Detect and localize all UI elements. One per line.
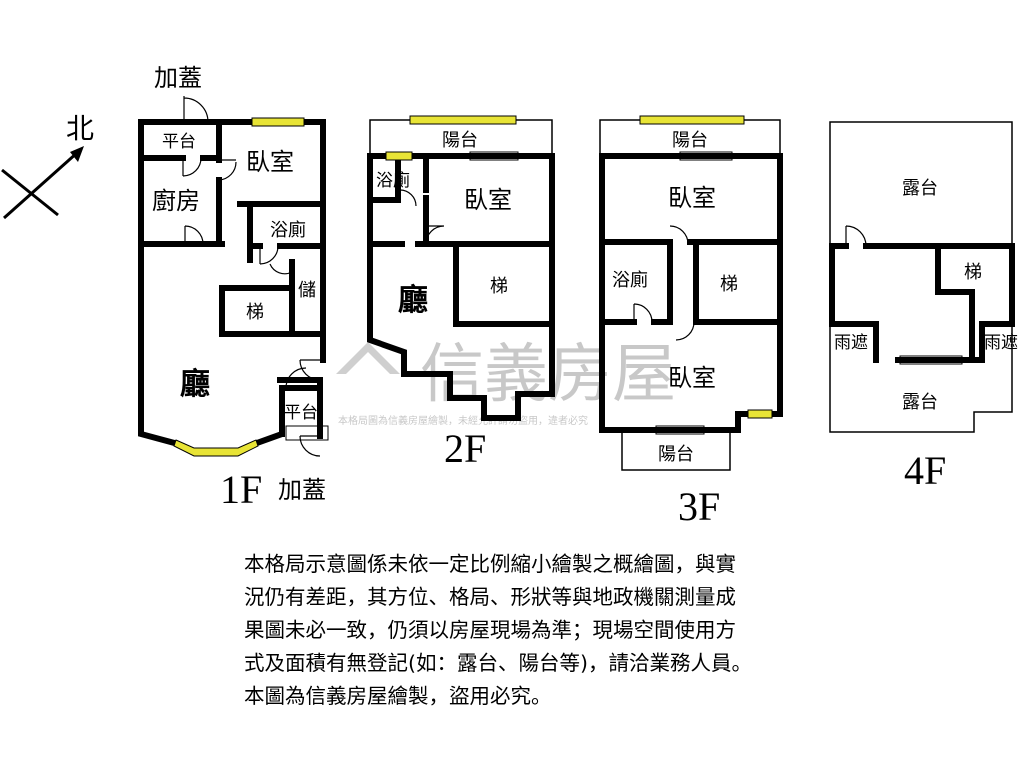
door-1f-kitchen [184, 225, 204, 245]
window-3f-bedroom [747, 409, 773, 419]
label-1f-platform-bottom: 平台 [284, 403, 318, 423]
floor-4f: 露台 梯 雨遮 雨遮 露台 4F [829, 121, 1018, 493]
label-3f-stairs: 梯 [720, 274, 738, 295]
door-1f-bath [259, 245, 279, 265]
watermark-line: 本格局圖為信義房屋繪製，未經允許請勿盜用，違者必究 [338, 414, 588, 427]
label-4f-terrace-bottom: 露台 [902, 392, 938, 413]
window-2f-bath [385, 151, 413, 161]
disclaimer-line: 況仍有差距，其方位、格局、形狀等與地政機關測量成 [244, 585, 736, 609]
label-3f-balcony-bottom: 陽台 [658, 444, 694, 465]
disclaimer-line: 果圖未必一致，仍須以房屋現場為準；現場空間使用方 [244, 618, 736, 642]
disclaimer-line: 本圖為信義房屋繪製，盜用必究。 [244, 684, 552, 708]
floor-1f: 加蓋 平台 臥室 廚房 浴廁 儲 梯 廳 平台 加蓋 1F [138, 64, 329, 512]
window-1f-bay [173, 439, 259, 457]
floor-label-2f: 2F [444, 426, 486, 471]
label-2f-living: 廳 [398, 283, 428, 318]
label-1f-bath: 浴廁 [270, 219, 306, 241]
floor-3f: 陽台 臥室 浴廁 梯 臥室 陽台 3F [599, 115, 783, 529]
door-1f-side [299, 359, 322, 381]
door-3f-bedroom-top [669, 225, 689, 245]
floor-label-4f: 4F [904, 448, 946, 493]
door-1f-platform [285, 367, 307, 389]
label-2f-balcony: 陽台 [442, 130, 478, 151]
label-1f-addon-bottom: 加蓋 [278, 476, 326, 504]
label-1f-addon-top: 加蓋 [154, 64, 202, 92]
north-arrow-icon [70, 146, 84, 162]
window-3f-balcony [639, 115, 745, 125]
disclaimer-line: 式及面積有無登記(如：露台、陽台等)，請洽業務人員。 [244, 651, 752, 675]
label-1f-stairs: 梯 [246, 302, 264, 323]
label-1f-living: 廳 [180, 367, 210, 402]
compass-cross-line-a [1, 168, 59, 217]
label-2f-bath: 浴廁 [376, 170, 410, 191]
door-2f-bedroom [425, 225, 445, 245]
door-1f-bedroom [218, 159, 237, 181]
label-1f-storage: 儲 [298, 280, 316, 301]
floor-label-3f: 3F [678, 484, 720, 529]
label-4f-canopy-right: 雨遮 [984, 333, 1018, 353]
label-3f-bedroom-bottom: 臥室 [668, 364, 716, 392]
label-2f-bedroom: 臥室 [464, 186, 512, 214]
compass-arrow-line [3, 150, 79, 220]
sliding-door-3f-top [679, 151, 733, 161]
door-1f-storage [269, 263, 293, 275]
label-1f-platform-top: 平台 [162, 132, 196, 152]
label-3f-bath: 浴廁 [612, 269, 648, 291]
door-2f-bath [399, 189, 417, 207]
door-1f-addon-bottom [299, 435, 321, 457]
floor-label-1f: 1F [220, 467, 262, 512]
label-3f-bedroom-top: 臥室 [668, 184, 716, 212]
north-compass: 北 [1, 112, 94, 220]
watermark: 信義房屋 本格局圖為信義房屋繪製，未經允許請勿盜用，違者必究 [336, 338, 676, 427]
disclaimer-note: 本格局示意圖係未依一定比例縮小繪製之概繪圖，與實 況仍有差距，其方位、格局、形狀… [244, 548, 904, 713]
door-1f-kitchen-top [182, 157, 202, 177]
label-1f-kitchen: 廚房 [152, 187, 200, 215]
disclaimer-line: 本格局示意圖係未依一定比例縮小繪製之概繪圖，與實 [244, 552, 736, 576]
door-1f-addon [183, 96, 209, 123]
label-3f-balcony-top: 陽台 [672, 130, 708, 151]
label-1f-bedroom: 臥室 [246, 148, 294, 176]
door-3f-bath [633, 303, 653, 323]
sliding-door-4f [899, 355, 963, 365]
label-4f-stairs: 梯 [964, 262, 982, 283]
floor-2f: 陽台 浴廁 臥室 梯 廳 2F [367, 115, 555, 471]
label-2f-stairs: 梯 [490, 276, 508, 297]
compass-north-label: 北 [66, 112, 94, 145]
label-4f-canopy-left: 雨遮 [834, 333, 868, 353]
label-4f-terrace-top: 露台 [902, 178, 938, 199]
window-2f-balcony [409, 115, 517, 125]
sliding-door-3f-bottom [655, 425, 705, 435]
door-4f-terrace [845, 225, 867, 247]
window-1f-bedroom [251, 117, 305, 127]
door-3f-bedroom-bottom [675, 321, 695, 341]
sliding-door-2f [469, 151, 519, 161]
watermark-logo-icon [336, 342, 400, 374]
